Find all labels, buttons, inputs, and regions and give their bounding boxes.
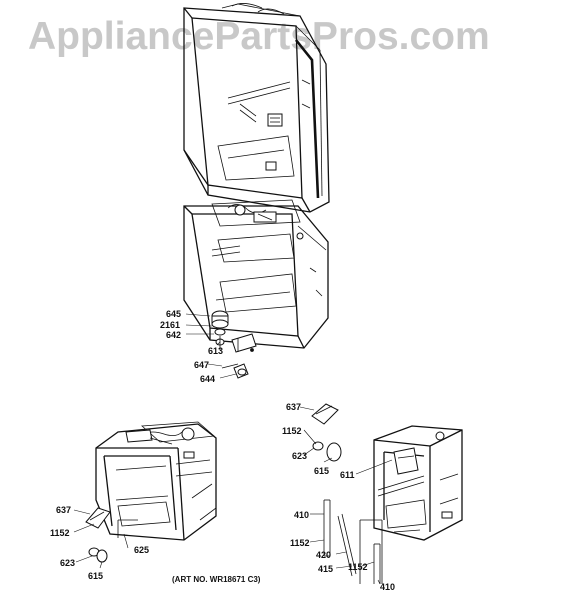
callouts-left: 637 1152 623 615 625: [50, 505, 149, 581]
callout-645: 645: [166, 309, 181, 319]
callout-410-b: 410: [380, 582, 395, 592]
callout-623: 623: [60, 558, 75, 568]
callout-420: 420: [316, 550, 331, 560]
callout-625: 625: [134, 545, 149, 555]
top-leader-lines: [185, 313, 237, 379]
callouts-right: 637 1152 623 615 611 410 1152 420 415 11…: [282, 402, 395, 592]
callout-637: 637: [56, 505, 71, 515]
callout-415: 415: [318, 564, 333, 574]
callout-615: 615: [88, 571, 103, 581]
fresh-food-case: [183, 3, 330, 213]
callout-2161: 2161: [160, 320, 180, 330]
callout-644: 644: [200, 374, 215, 384]
callout-1152: 1152: [50, 528, 70, 538]
left-freezer-door-assembly: [85, 421, 217, 563]
callout-410-a: 410: [294, 510, 309, 520]
freezer-case: [183, 199, 329, 349]
right-leader-lines: [299, 406, 393, 585]
callouts-top: 645 2161 642 613 647 644: [160, 309, 223, 384]
callout-1152-right-c: 1152: [348, 562, 368, 572]
callout-647: 647: [194, 360, 209, 370]
callout-637-right: 637: [286, 402, 301, 412]
callout-611: 611: [340, 470, 355, 480]
callout-1152-right-b: 1152: [290, 538, 310, 548]
callout-1152-right-a: 1152: [282, 426, 302, 436]
art-number: (ART NO. WR18671 C3): [172, 575, 261, 584]
callout-623-right: 623: [292, 451, 307, 461]
callout-615-right: 615: [314, 466, 329, 476]
callout-642: 642: [166, 330, 181, 340]
callout-613: 613: [208, 346, 223, 356]
top-small-parts: [211, 310, 257, 379]
right-freezer-door-assembly: [311, 403, 463, 584]
watermark: AppliancePartsPros.com: [28, 15, 490, 58]
left-leader-lines: [73, 509, 129, 569]
